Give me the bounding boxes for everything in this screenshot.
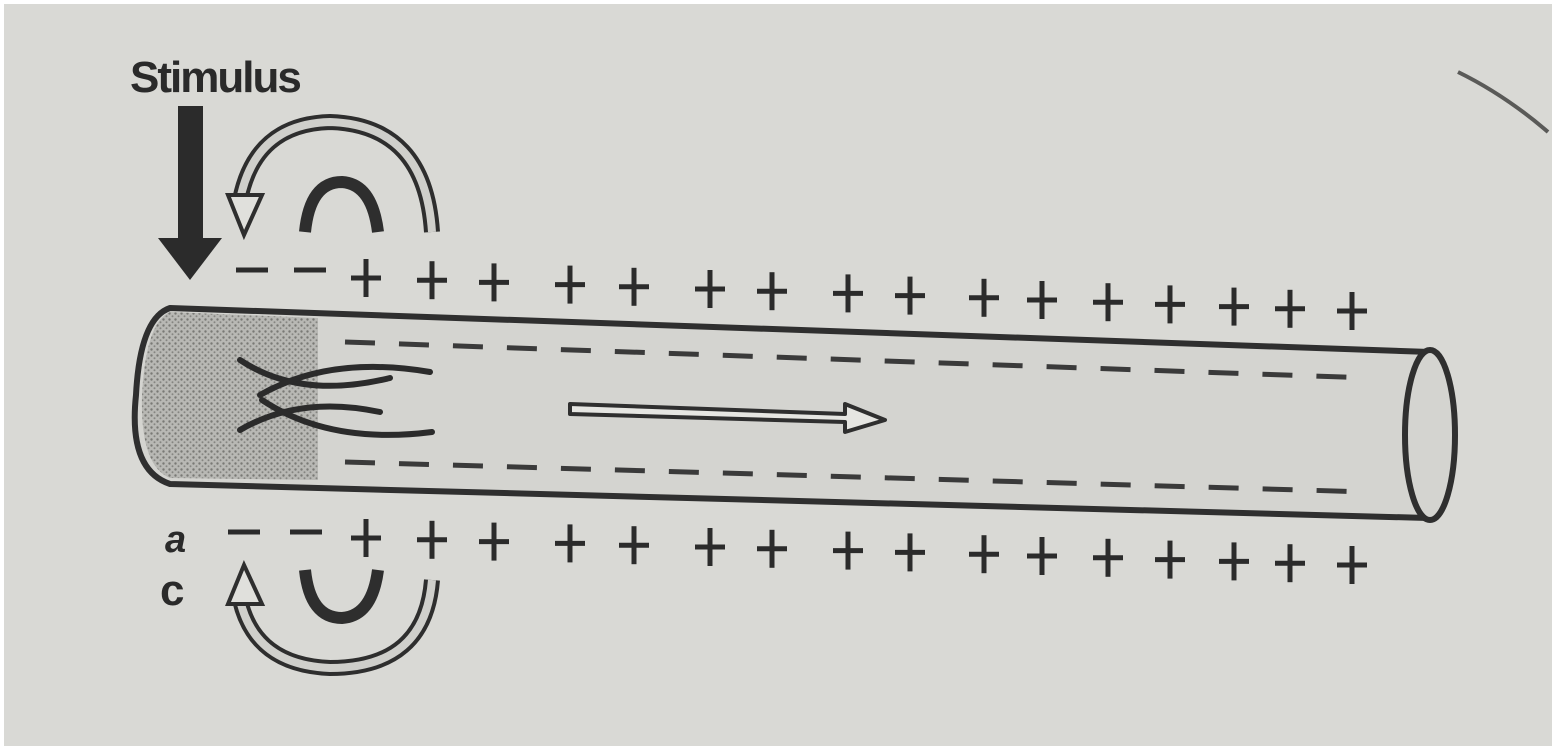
side-label-a: a [165,519,186,561]
axon-end-cross-section [1405,350,1455,520]
stimulus-label: Stimulus [130,53,300,102]
depolarized-region-shading [142,312,318,480]
side-label-c: c [160,566,184,615]
